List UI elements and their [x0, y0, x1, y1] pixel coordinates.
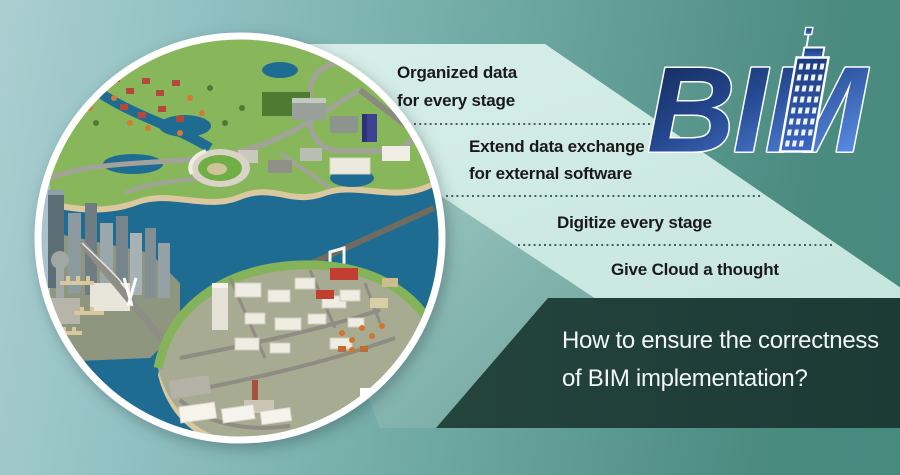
stage-label-line: for every stage — [397, 91, 515, 110]
stage-label-line: for external software — [469, 164, 633, 183]
banner-title-line: of BIM implementation? — [562, 365, 808, 392]
stage-label-digitize: Digitize every stage — [557, 209, 712, 237]
question-banner-shape — [436, 298, 900, 428]
stage-label-line: Give Cloud a thought — [611, 260, 779, 279]
banner-title-line: How to ensure the correctness — [562, 327, 879, 354]
stage-label-line: Extend data exchange — [469, 137, 645, 156]
stage-label-line: Digitize every stage — [557, 213, 712, 232]
bim-logo-text: BIM — [647, 42, 869, 162]
bim-logo: BIM — [646, 26, 873, 162]
stage-label-line: Organized data — [397, 63, 518, 82]
circle-ring — [34, 32, 446, 444]
question-banner-title: How to ensure the correctness of BIM imp… — [562, 322, 879, 398]
bim-building-icon — [778, 26, 831, 153]
stage-label-cloud: Give Cloud a thought — [611, 256, 779, 284]
isometric-city-illustration — [34, 32, 446, 444]
stage-label-organized-data: Organized data for every stage — [397, 59, 517, 115]
city-model-image — [30, 28, 450, 448]
stage-label-data-exchange: Extend data exchange for external softwa… — [469, 133, 645, 187]
